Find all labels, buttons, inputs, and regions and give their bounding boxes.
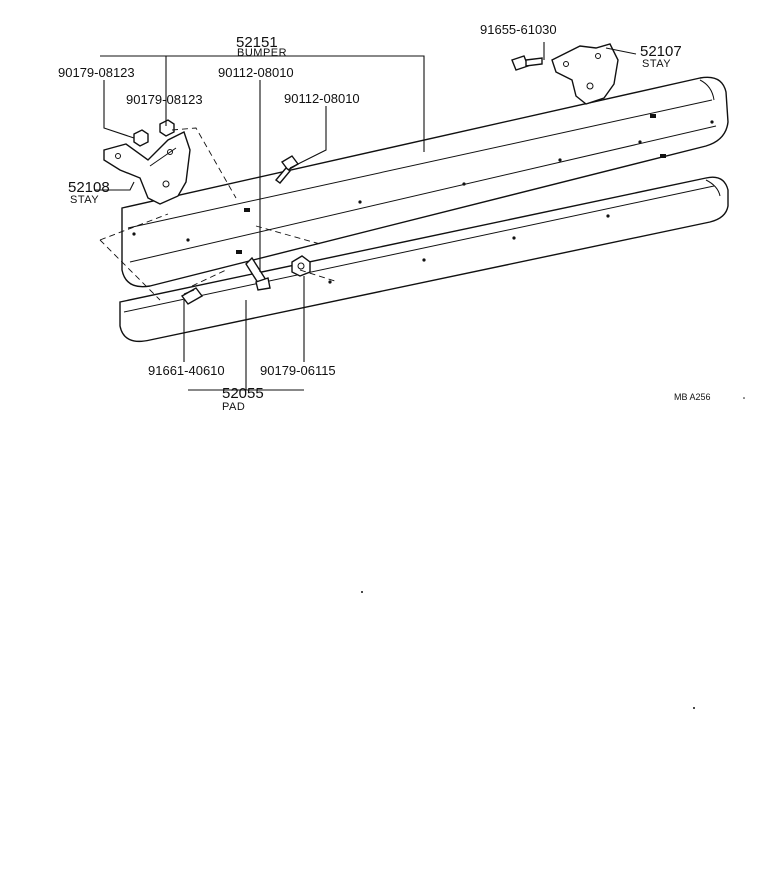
nut-b-part: [159, 119, 175, 137]
bolt-b-label: 90112-08010: [284, 91, 360, 106]
bolt-c-label: 91655-61030: [480, 22, 557, 37]
bolt-c-part: [511, 55, 543, 71]
bumper-part: [121, 76, 729, 288]
stay-left-name: STAY: [70, 194, 99, 206]
speck: [361, 591, 363, 593]
nut-pad-part: [291, 255, 311, 277]
nut-b-label: 90179-08123: [126, 92, 203, 107]
pad-name: PAD: [222, 401, 245, 413]
nut-pad-label: 90179-06115: [260, 363, 336, 378]
speck: [743, 397, 745, 399]
pad-part: [119, 176, 729, 343]
reference-code: MB A256: [674, 392, 711, 402]
stay-right-number: 52107: [640, 43, 682, 60]
bumper-name: BUMPER: [237, 47, 287, 59]
nut-a-part: [133, 129, 149, 147]
nut-a-label: 90179-08123: [58, 65, 135, 80]
stay-left-part: [103, 131, 191, 205]
stay-left-number: 52108: [68, 179, 110, 196]
leader-lines: [94, 42, 637, 391]
alignment-lines: [99, 127, 339, 301]
pad-number: 52055: [222, 385, 264, 402]
bolt-a-part: [245, 256, 271, 291]
screw-pad-part: [180, 287, 204, 305]
bolt-b-part: [274, 155, 300, 184]
stay-right-part: [551, 43, 619, 105]
bumper-number: 52151: [236, 34, 278, 51]
screw-pad-label: 91661-40610: [148, 363, 225, 378]
labels: 52151 BUMPER 90179-08123 90179-08123 901…: [58, 22, 711, 413]
speck: [693, 707, 695, 709]
stay-right-name: STAY: [642, 58, 671, 70]
bolt-a-label: 90112-08010: [218, 65, 294, 80]
